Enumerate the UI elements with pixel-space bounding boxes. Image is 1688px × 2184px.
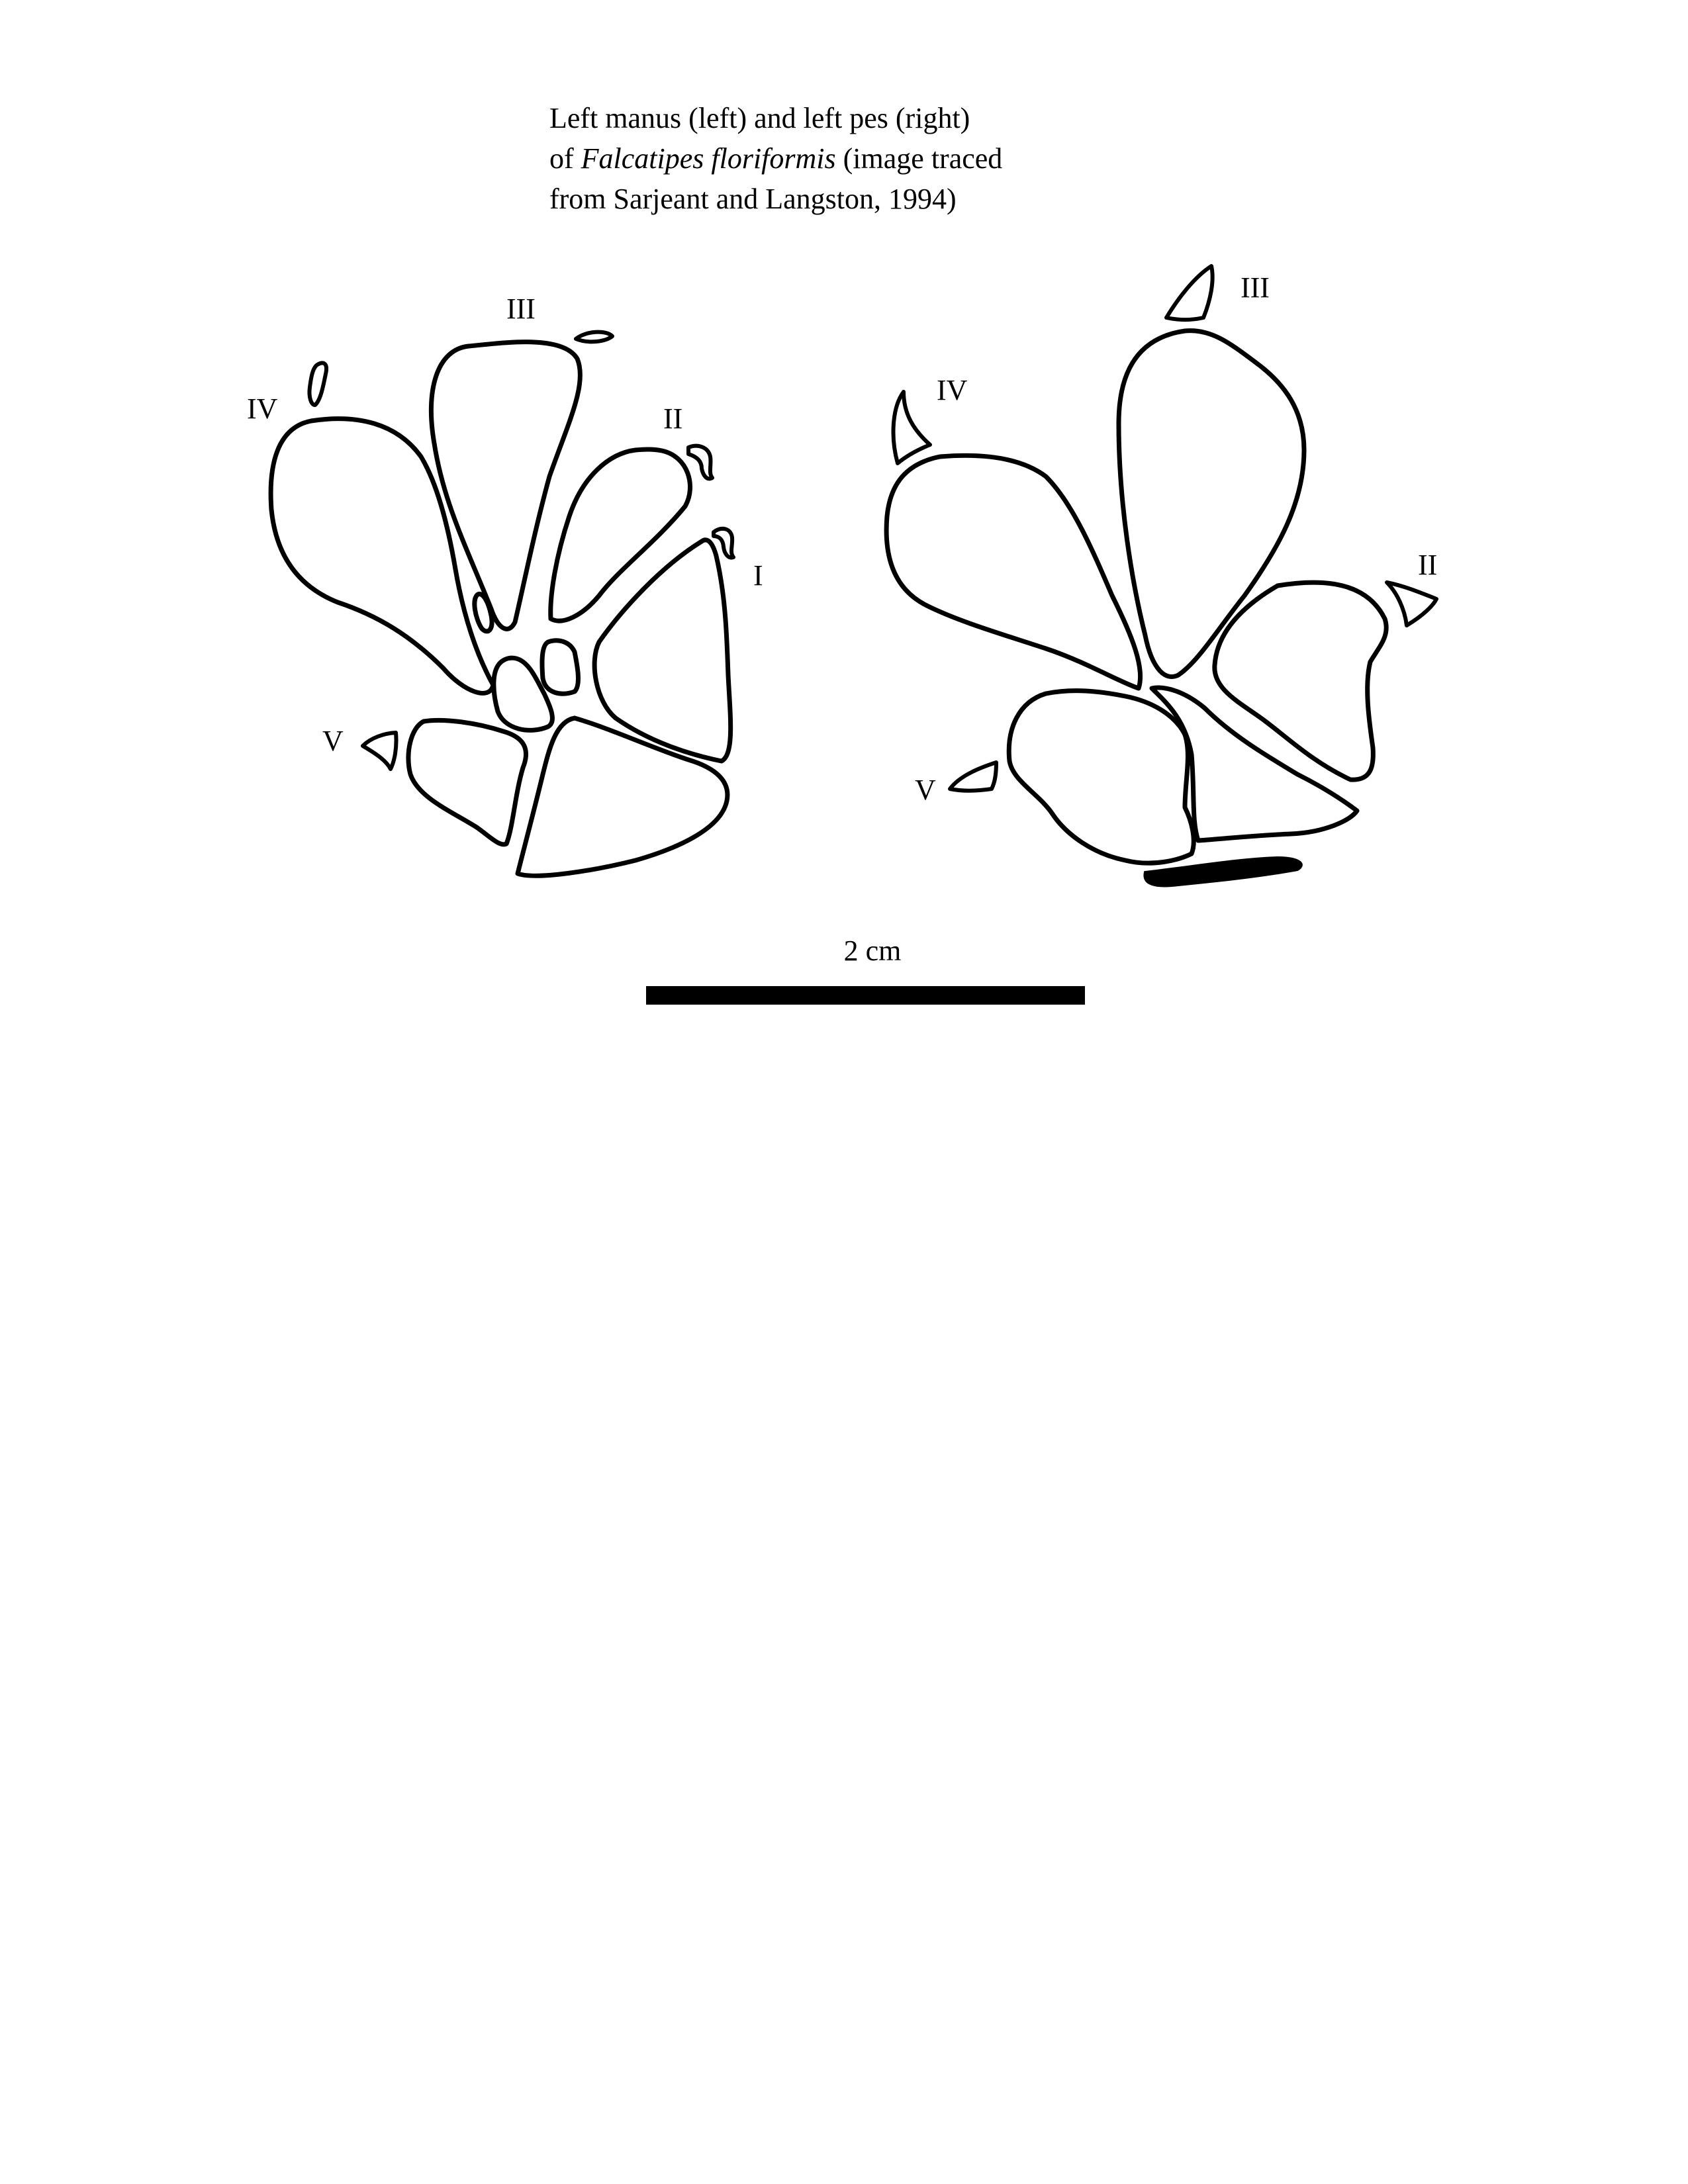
pes-digit-iv-pad — [884, 453, 1143, 691]
pes-digit-iii-claw — [1164, 264, 1215, 322]
manus-digit-i-claw — [712, 526, 735, 560]
manus-digit-ii-pad — [548, 447, 692, 623]
manus-digit-v-pad — [406, 717, 529, 847]
manus-label-iii: III — [506, 293, 536, 325]
manus-digit-iv-pad — [268, 416, 496, 696]
manus-digit-iv-claw — [307, 361, 328, 407]
caption-line-2-suffix: (image traced — [835, 142, 1003, 175]
manus-digit-i-pad — [592, 537, 733, 764]
pes-label-iii: III — [1241, 271, 1270, 304]
manus-digit-iii-claw — [574, 330, 614, 344]
caption-line-2-prefix: of — [549, 142, 581, 175]
pes-label-ii: II — [1418, 549, 1437, 581]
manus-digit-iii-pad — [428, 340, 583, 631]
manus-digit-ii-claw — [686, 443, 714, 481]
species-name: Falcatipes floriformis — [581, 142, 836, 175]
pes-label-v: V — [915, 774, 936, 806]
scale-bar-label: 2 cm — [844, 934, 902, 967]
pes-digit-v-pad — [1006, 688, 1196, 866]
pes-label-iv: IV — [937, 374, 968, 406]
pes-digit-ii-claw — [1385, 580, 1438, 627]
manus-label-iv: IV — [247, 392, 278, 425]
pes-digit-iii-pad — [1116, 328, 1307, 679]
pes-digit-v-claw — [948, 760, 998, 793]
caption-line-3: from Sarjeant and Langston, 1994) — [549, 183, 957, 215]
caption-line-1: Left manus (left) and left pes (right) — [549, 102, 970, 134]
manus-label-i: I — [753, 559, 763, 592]
manus-label-ii: II — [663, 402, 682, 435]
pes-heel-impression — [1143, 856, 1303, 887]
pes-lower-pad — [1149, 685, 1360, 843]
manus-footprint: III IV II I V — [247, 293, 763, 878]
manus-central-pad-left — [491, 655, 555, 733]
scale-bar: 2 cm — [646, 934, 1085, 1005]
manus-central-pad-right — [539, 638, 581, 696]
manus-lower-pad — [515, 715, 730, 878]
scale-bar-line — [646, 986, 1085, 1005]
caption-line-2: of Falcatipes floriformis (image traced — [549, 138, 1002, 179]
pes-digit-ii-pad — [1212, 580, 1389, 782]
manus-label-v: V — [322, 725, 344, 757]
manus-digit-v-claw — [361, 731, 399, 771]
pes-digit-iv-claw — [891, 390, 932, 465]
figure-caption: Left manus (left) and left pes (right) o… — [549, 98, 1002, 219]
manus-small-mark — [472, 592, 494, 634]
pes-footprint: III IV II V — [884, 264, 1438, 887]
